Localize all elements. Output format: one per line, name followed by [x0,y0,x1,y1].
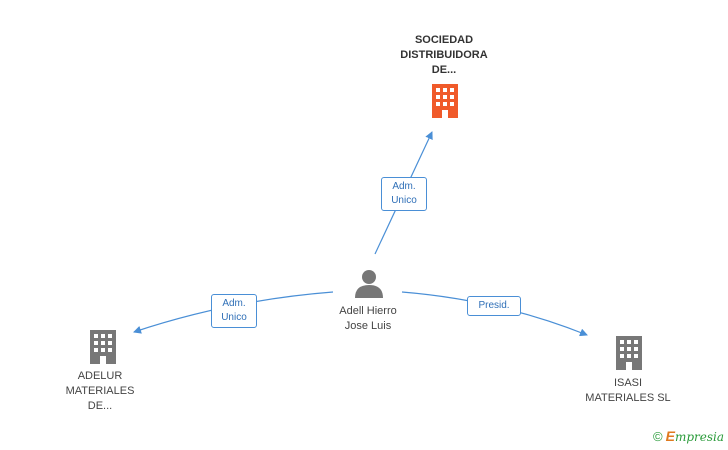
edge-label-left: Adm. Unico [211,294,257,328]
brand-initial: E [665,428,675,444]
company-label-top[interactable]: SOCIEDAD DISTRIBUIDORA DE... [400,34,488,76]
brand-name: mpresia [674,430,724,444]
building-icon[interactable] [88,330,118,364]
company-label-right[interactable]: ISASI MATERIALES SL [585,377,671,404]
building-icon[interactable] [614,336,644,370]
copyright-icon: © [653,428,663,444]
empresia-watermark: © Empresia [653,428,724,444]
edge-label-right: Presid. [467,296,521,316]
edge-label-top: Adm. Unico [381,177,427,211]
company-label-left[interactable]: ADELUR MATERIALES DE... [65,370,135,412]
building-icon[interactable] [430,84,460,118]
person-label[interactable]: Adell Hierro Jose Luis [339,305,397,332]
person-icon[interactable] [354,268,384,298]
